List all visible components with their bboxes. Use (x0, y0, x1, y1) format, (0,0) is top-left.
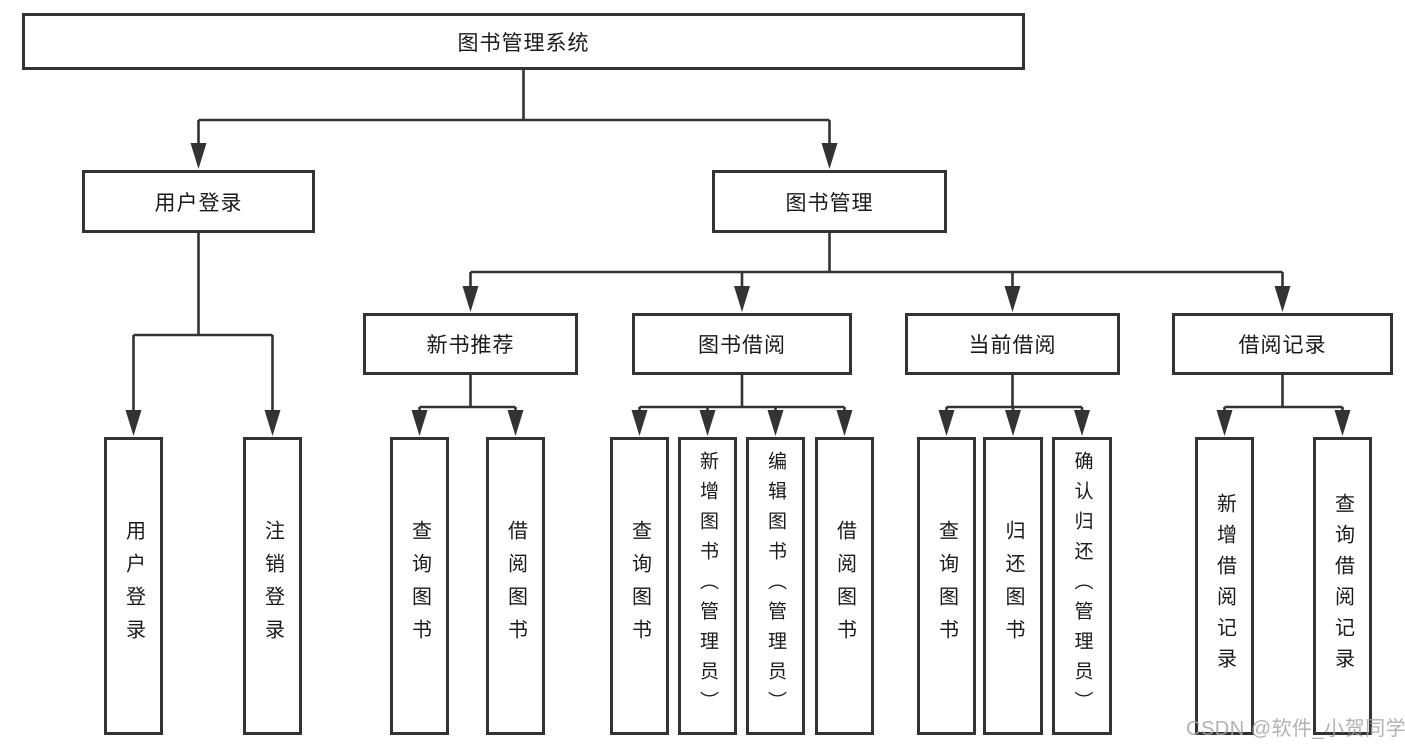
leaf-nb-borrow-books-label: 借阅图书 (504, 520, 527, 652)
node-borrow-records: 借阅记录 (1172, 313, 1393, 375)
connector-level3-to-leaves (418, 375, 1344, 419)
leaf-cb-confirm-return-admin: 确认归还（管理员） (1052, 437, 1112, 735)
node-book-borrow: 图书借阅 (632, 313, 852, 375)
node-book-management: 图书管理 (712, 170, 947, 233)
leaf-br-add-record-label: 新增借阅记录 (1213, 493, 1236, 679)
leaf-bb-edit-books-admin: 编辑图书（管理员） (746, 437, 805, 735)
connector-userlogin-to-leaves (132, 233, 274, 419)
leaf-br-add-record: 新增借阅记录 (1195, 437, 1254, 735)
node-library-management-system: 图书管理系统 (22, 13, 1025, 70)
leaf-cb-query-books-label: 查询图书 (935, 520, 958, 652)
node-current-borrow: 当前借阅 (905, 313, 1120, 375)
leaf-bb-edit-books-admin-label: 编辑图书（管理员） (765, 451, 786, 721)
node-user-login: 用户登录 (82, 170, 315, 233)
leaf-nb-query-books-label: 查询图书 (408, 520, 431, 652)
leaf-br-query-record-label: 查询借阅记录 (1331, 493, 1354, 679)
leaf-bb-borrow-books: 借阅图书 (815, 437, 874, 735)
leaf-nb-query-books: 查询图书 (390, 437, 449, 735)
leaf-logout-login-label: 注销登录 (261, 520, 284, 652)
csdn-watermark: CSDN @软件_小贺同学 (1186, 718, 1405, 740)
leaf-nb-borrow-books: 借阅图书 (486, 437, 545, 735)
leaf-cb-return-books: 归还图书 (983, 437, 1043, 735)
arrowheads (125, 143, 1351, 436)
leaf-user-login: 用户登录 (104, 437, 163, 735)
leaf-br-query-record: 查询借阅记录 (1313, 437, 1372, 735)
connector-bookmgmt-to-level3 (469, 233, 1284, 295)
leaf-bb-borrow-books-label: 借阅图书 (833, 520, 856, 652)
leaf-cb-confirm-return-admin-label: 确认归还（管理员） (1071, 451, 1093, 721)
leaf-bb-query-books-label: 查询图书 (628, 520, 651, 652)
leaf-cb-query-books: 查询图书 (917, 437, 976, 735)
leaf-bb-add-books-admin: 新增图书（管理员） (678, 437, 737, 735)
leaf-user-login-label: 用户登录 (122, 520, 145, 652)
leaf-logout-login: 注销登录 (243, 437, 302, 735)
leaf-bb-add-books-admin-label: 新增图书（管理员） (697, 451, 718, 721)
leaf-cb-return-books-label: 归还图书 (1002, 520, 1024, 652)
connector-root-to-level2 (197, 70, 831, 152)
leaf-bb-query-books: 查询图书 (610, 437, 669, 735)
node-new-book-recommend: 新书推荐 (363, 313, 578, 375)
